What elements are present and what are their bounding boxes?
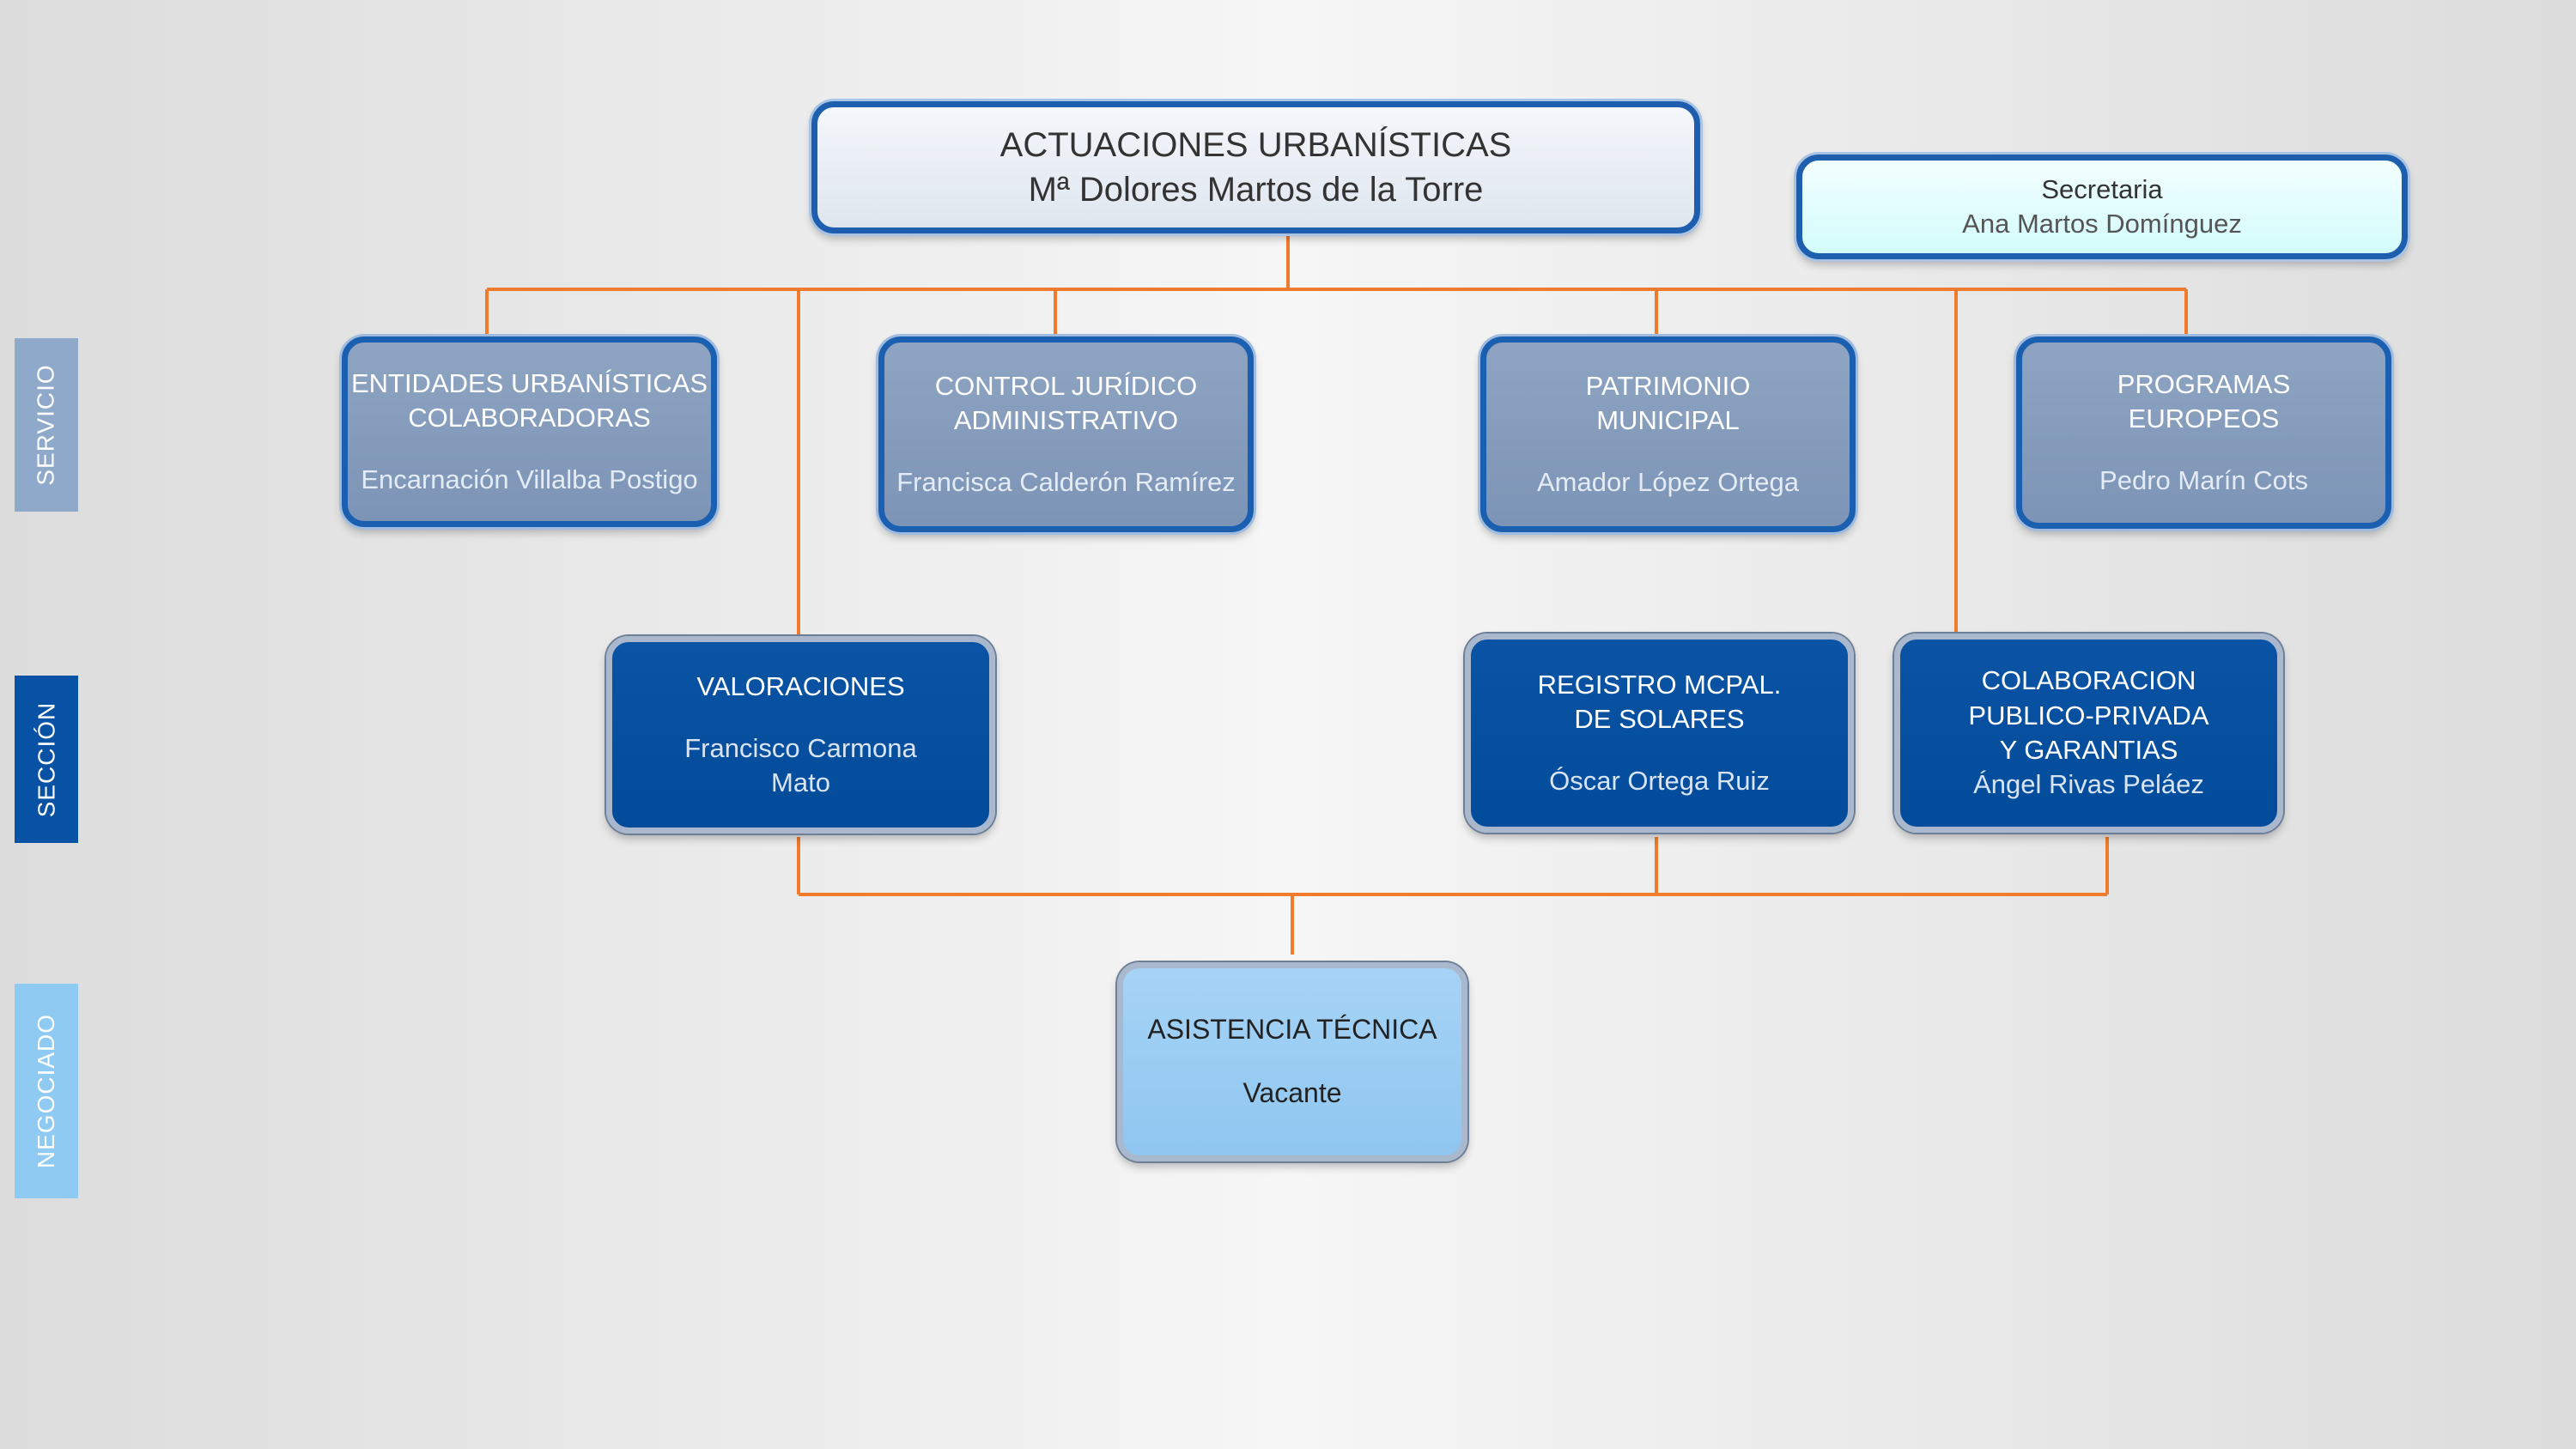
secretary-title: Secretaria xyxy=(2041,173,2163,204)
secretary-person: Ana Martos Domínguez xyxy=(1962,209,2242,239)
secretary-box: Secretaria Ana Martos Domínguez xyxy=(1796,155,2408,259)
negociado-person: Vacante xyxy=(1242,1077,1342,1108)
servicio-person: Francisca Calderón Ramírez xyxy=(896,467,1236,498)
level-label-servicio: SERVICIO xyxy=(15,338,78,512)
servicio-person: Pedro Marín Cots xyxy=(2099,465,2308,496)
seccion-box-registro-solares: REGISTRO MCPAL. DE SOLARES Óscar Ortega … xyxy=(1465,634,1854,833)
servicio-box-control-juridico: CONTROL JURÍDICO ADMINISTRATIVO Francisc… xyxy=(878,336,1254,532)
seccion-title: COLABORACION PUBLICO-PRIVADA Y GARANTIAS xyxy=(1968,665,2209,765)
seccion-box-valoraciones: VALORACIONES Francisco Carmona Mato xyxy=(606,636,995,834)
servicio-box-entidades: ENTIDADES URBANÍSTICAS COLABORADORAS Enc… xyxy=(342,336,717,527)
top-box-actuaciones: ACTUACIONES URBANÍSTICAS Mª Dolores Mart… xyxy=(811,101,1700,233)
seccion-title: VALORACIONES xyxy=(696,670,905,701)
servicio-box-patrimonio: PATRIMONIO MUNICIPAL Amador López Ortega xyxy=(1480,336,1856,532)
servicio-title: PATRIMONIO MUNICIPAL xyxy=(1585,370,1751,435)
seccion-person: Ángel Rivas Peláez xyxy=(1973,769,2204,800)
negociado-title: ASISTENCIA TÉCNICA xyxy=(1147,1014,1437,1046)
seccion-person: Óscar Ortega Ruiz xyxy=(1549,766,1770,797)
level-label-seccion-text: SECCIÓN xyxy=(33,701,60,817)
top-box-person: Mª Dolores Martos de la Torre xyxy=(1028,171,1484,209)
servicio-person: Amador López Ortega xyxy=(1536,467,1799,498)
servicio-box-programas-europeos: PROGRAMAS EUROPEOS Pedro Marín Cots xyxy=(2016,336,2391,529)
servicio-title: PROGRAMAS EUROPEOS xyxy=(2117,368,2291,433)
servicio-title: ENTIDADES URBANÍSTICAS COLABORADORAS xyxy=(350,367,708,433)
seccion-person: Francisco Carmona Mato xyxy=(684,732,917,798)
level-label-servicio-text: SERVICIO xyxy=(33,364,59,486)
level-label-negociado-text: NEGOCIADO xyxy=(33,1013,60,1169)
seccion-box-colaboracion: COLABORACION PUBLICO-PRIVADA Y GARANTIAS… xyxy=(1894,634,2283,833)
servicio-person: Encarnación Villalba Postigo xyxy=(361,464,698,495)
top-box-title: ACTUACIONES URBANÍSTICAS xyxy=(999,126,1512,164)
level-label-negociado: NEGOCIADO xyxy=(15,984,78,1198)
seccion-title: REGISTRO MCPAL. DE SOLARES xyxy=(1537,669,1782,734)
level-label-seccion: SECCIÓN xyxy=(15,676,78,843)
negociado-box-asistencia-tecnica: ASISTENCIA TÉCNICA Vacante xyxy=(1117,962,1467,1161)
servicio-title: CONTROL JURÍDICO ADMINISTRATIVO xyxy=(934,370,1198,435)
